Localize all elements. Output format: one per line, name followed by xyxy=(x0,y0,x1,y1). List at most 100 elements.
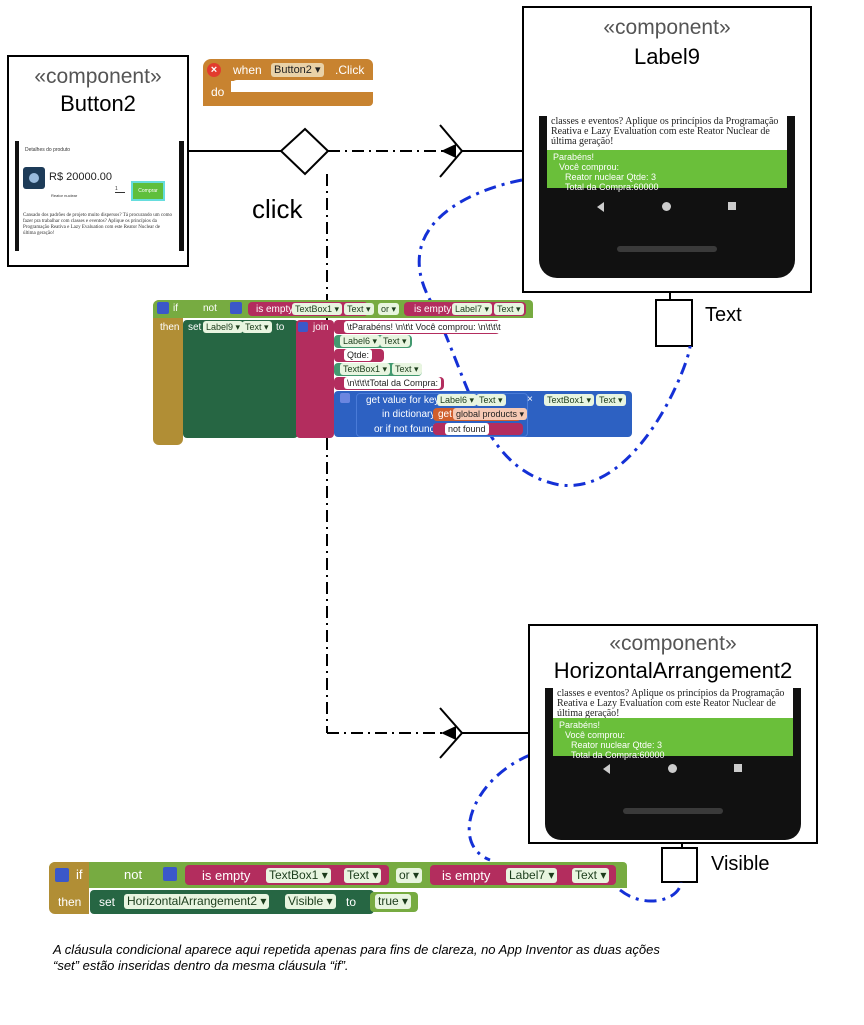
set-label: set xyxy=(188,322,202,333)
label9-dropdown[interactable]: Label9 ▾ xyxy=(203,321,244,333)
string-3[interactable]: \n\t\t\tTotal da Compra: xyxy=(344,377,442,389)
if-label: if xyxy=(76,867,83,882)
caption: A cláusula condicional aparece aqui repe… xyxy=(53,942,660,973)
visible-dropdown[interactable]: Visible ▾ xyxy=(285,894,336,909)
thumb-header: Detalhes do produto xyxy=(25,147,71,153)
event-do-slot xyxy=(231,80,373,92)
to-label: to xyxy=(276,322,285,333)
result-arrangement: Parabéns! Você comprou: Reator nuclear Q… xyxy=(553,718,793,760)
multiply-sign: × xyxy=(527,394,533,405)
component-name: HorizontalArrangement2 xyxy=(553,658,793,683)
event-do-foot xyxy=(231,92,373,106)
event-name: .Click xyxy=(335,63,365,77)
mutator-icon[interactable] xyxy=(230,302,242,314)
screen-text: classes e eventos? Aplique os princípios… xyxy=(551,116,779,147)
phone-frame: classes e eventos? Aplique os princípios… xyxy=(545,688,801,840)
thumb-description: Cansado dos padrões de projeto muito dis… xyxy=(23,213,173,236)
error-icon: × xyxy=(207,63,221,77)
event-diamond xyxy=(279,127,330,176)
not-label: not xyxy=(203,303,217,314)
button2-dropdown[interactable]: Button2 ▾ xyxy=(271,63,324,77)
screen-text: classes e eventos? Aplique os princípios… xyxy=(557,688,785,719)
home-icon xyxy=(668,764,677,773)
event-block-click[interactable]: × when Button2 ▾ .Click xyxy=(203,59,373,81)
result-line: Total da Compra:60000 xyxy=(565,182,659,192)
label7-dropdown[interactable]: Label7 ▾ xyxy=(452,303,493,315)
text-dropdown[interactable]: Text ▾ xyxy=(494,303,524,315)
if-block[interactable] xyxy=(153,300,183,445)
textbox1-dropdown[interactable]: TextBox1 ▾ xyxy=(292,303,343,315)
text-dropdown[interactable]: Text ▾ xyxy=(242,321,272,333)
property-label-text: Text xyxy=(705,304,742,326)
or-dropdown[interactable]: or ▾ xyxy=(396,868,423,883)
result-line: Você comprou: xyxy=(565,730,626,740)
or-dropdown[interactable]: or ▾ xyxy=(378,303,400,315)
is-empty-label: is empty xyxy=(256,304,294,315)
text-dropdown[interactable]: Text ▾ xyxy=(572,868,610,883)
back-icon xyxy=(603,764,610,774)
component-name: Label9 xyxy=(633,44,701,69)
if-not-found-label: or if not found xyxy=(374,424,436,435)
is-empty-label: is empty xyxy=(442,868,491,883)
stereotype: «component» xyxy=(609,632,737,655)
recents-icon xyxy=(728,202,736,210)
string-1[interactable]: \tParabéns! \n\t\t Você comprou: \n\t\t\… xyxy=(344,321,504,333)
result-line: Reator nuclear Qtde: 3 xyxy=(565,172,657,182)
when-label: when xyxy=(233,63,262,77)
text-dropdown[interactable]: Text ▾ xyxy=(392,363,422,375)
textbox1-dropdown[interactable]: TextBox1 ▾ xyxy=(266,868,331,883)
phone-speaker xyxy=(623,808,723,814)
global-products-dropdown[interactable]: global products ▾ xyxy=(453,408,528,420)
thumb-buy-label: Comprar xyxy=(138,188,158,194)
thumb-buy-button: Comprar xyxy=(131,181,165,201)
get-label: get xyxy=(438,409,452,420)
text-dropdown[interactable]: Text ▾ xyxy=(344,303,374,315)
true-dropdown[interactable]: true ▾ xyxy=(375,894,412,909)
result-line: Reator nuclear Qtde: 3 xyxy=(571,740,663,750)
result-line: Total da Compra:60000 xyxy=(571,750,665,760)
label7-dropdown[interactable]: Label7 ▾ xyxy=(506,868,558,883)
then-label: then xyxy=(160,322,180,333)
result-line: Parabéns! xyxy=(559,720,601,730)
mutator-icon[interactable] xyxy=(157,302,169,314)
component-label9: «component» Label9 classes e eventos? Ap… xyxy=(522,6,812,293)
event-do-row: do xyxy=(203,80,231,106)
mutator-icon[interactable] xyxy=(55,868,69,882)
text-dropdown[interactable]: Text ▾ xyxy=(596,394,626,406)
set-label9-block[interactable] xyxy=(183,320,298,438)
component-name: Button2 xyxy=(60,91,136,116)
if-label: if xyxy=(173,303,178,314)
is-empty-label: is empty xyxy=(414,304,452,315)
mutator-icon[interactable] xyxy=(163,867,177,881)
stereotype: «component» xyxy=(34,65,162,88)
text-dropdown[interactable]: Text ▾ xyxy=(344,868,382,883)
string-2[interactable]: Qtde: xyxy=(344,349,373,361)
to-label: to xyxy=(346,895,357,909)
string-not-found[interactable]: not found xyxy=(445,423,489,435)
recents-icon xyxy=(734,764,742,772)
button2-thumbnail: Detalhes do produto R$ 20000.00 Reator n… xyxy=(15,141,184,251)
then-label: then xyxy=(58,895,82,909)
event-label: click xyxy=(252,194,303,224)
label6-dropdown[interactable]: Label6 ▾ xyxy=(437,394,478,406)
result-label: Parabéns! Você comprou: Reator nuclear Q… xyxy=(547,150,787,192)
mutator-icon[interactable] xyxy=(298,322,308,332)
back-icon xyxy=(597,202,604,212)
text-dropdown[interactable]: Text ▾ xyxy=(476,394,506,406)
textbox1-dropdown[interactable]: TextBox1 ▾ xyxy=(340,363,391,375)
thumb-price: R$ 20000.00 xyxy=(49,171,112,183)
in-dictionary-label: in dictionary xyxy=(382,409,436,420)
join-label: join xyxy=(313,322,329,333)
thumb-image xyxy=(23,167,45,189)
harr-dropdown[interactable]: HorizontalArrangement2 ▾ xyxy=(124,894,270,909)
label6-dropdown[interactable]: Label6 ▾ xyxy=(340,335,381,347)
mutator-icon[interactable] xyxy=(340,393,350,403)
thumb-item: Reator nuclear xyxy=(51,193,78,198)
result-line: Você comprou: xyxy=(559,162,620,172)
not-label: not xyxy=(124,867,143,882)
textbox1-dropdown[interactable]: TextBox1 ▾ xyxy=(544,394,595,406)
text-dropdown[interactable]: Text ▾ xyxy=(380,335,410,347)
component-horizontalarrangement2: «component» HorizontalArrangement2 class… xyxy=(528,624,818,844)
property-label-visible: Visible xyxy=(711,853,770,875)
join-block[interactable] xyxy=(296,320,334,438)
